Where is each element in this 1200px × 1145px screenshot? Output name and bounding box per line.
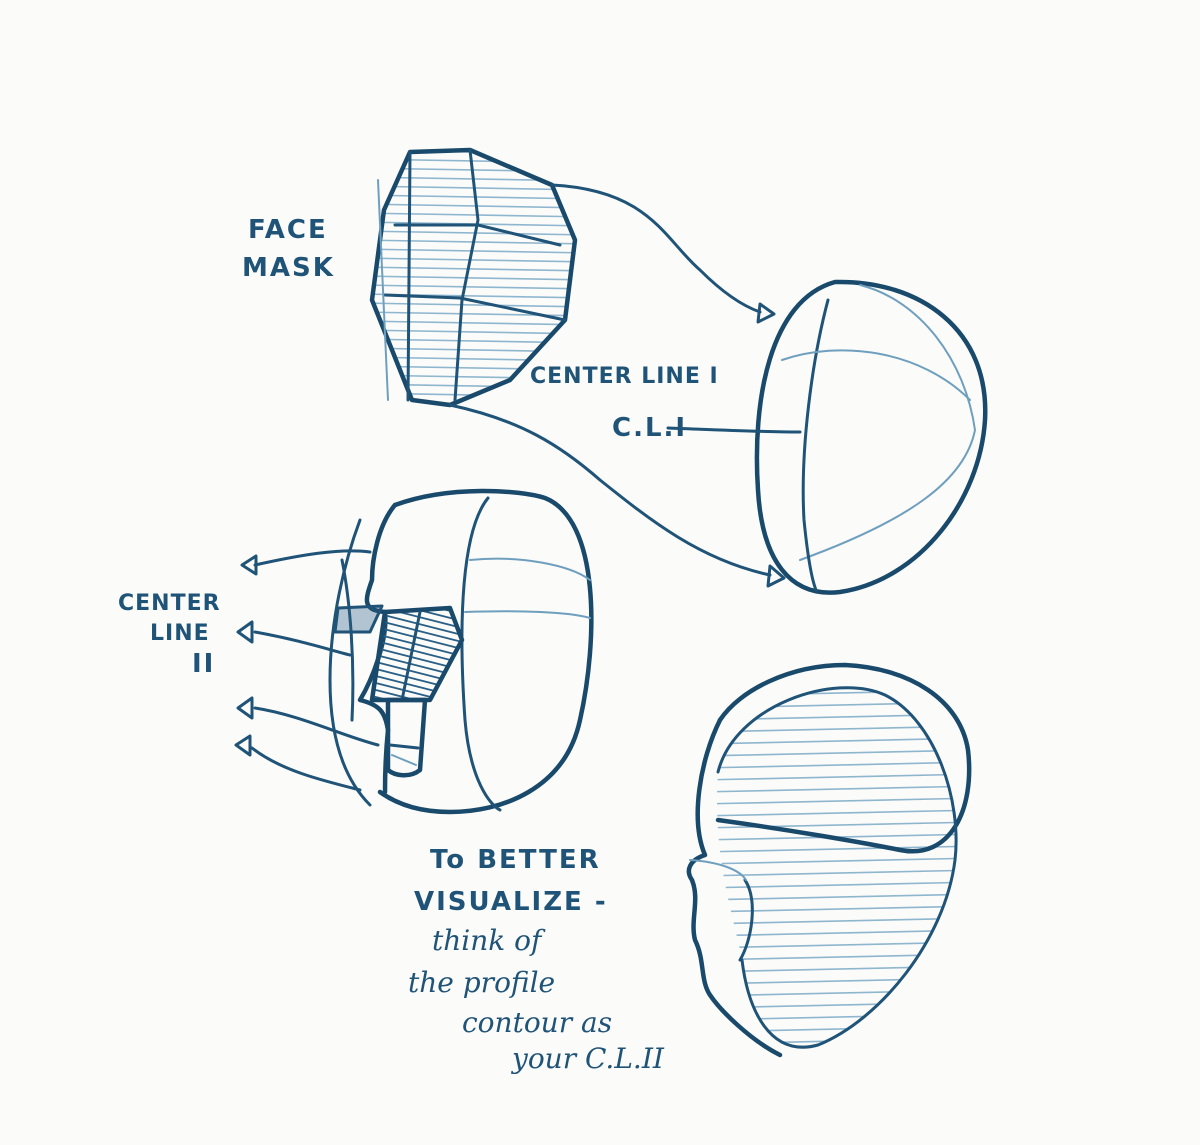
hatch-stroke: [360, 168, 590, 172]
hatch-stroke: [700, 1038, 980, 1044]
hatch-stroke: [700, 678, 980, 684]
note-line-2: VISUALIZE -: [414, 887, 608, 917]
note-line-3: think of: [432, 924, 546, 957]
hatch-stroke: [360, 312, 590, 316]
center-line-two-arrows: [236, 551, 378, 790]
center-line-one-label: CENTER LINE I: [530, 364, 719, 389]
hatch-stroke: [360, 402, 590, 406]
hatch-stroke: [360, 707, 470, 735]
hatch-stroke: [700, 930, 980, 936]
hatch-stroke: [700, 654, 980, 660]
center-line-two-label: CENTER LINE II: [118, 591, 221, 679]
hatch-stroke: [700, 906, 980, 912]
visualize-note: To BETTER VISUALIZE - think of the profi…: [408, 845, 665, 1075]
head-oval-drawing: [757, 282, 985, 593]
sectioned-head-drawing: [330, 491, 591, 812]
hatch-stroke: [360, 213, 590, 217]
hatch-stroke: [360, 276, 590, 280]
cl-one-label: C.L.I: [612, 413, 687, 443]
hatch-stroke: [360, 560, 470, 588]
hatch-stroke: [360, 339, 590, 343]
center-line-two-line-2: LINE: [150, 621, 210, 646]
face-mask-label-line-2: MASK: [242, 253, 335, 283]
hatch-stroke: [700, 774, 980, 780]
hatch-stroke: [700, 798, 980, 804]
hatch-stroke: [700, 978, 980, 984]
hatch-stroke: [360, 285, 590, 289]
hatch-stroke: [360, 567, 470, 595]
face-mask-label-line-1: FACE: [248, 215, 328, 245]
profile-head-drawing: [689, 654, 980, 1056]
center-line-two-line-1: CENTER: [118, 591, 221, 616]
hatch-stroke: [360, 267, 590, 271]
hatch-stroke: [700, 762, 980, 768]
hatch-stroke: [700, 786, 980, 792]
face-mask-label: FACE MASK: [242, 215, 335, 283]
note-line-1: To BETTER: [430, 845, 601, 875]
hatch-stroke: [700, 942, 980, 948]
hatch-stroke: [700, 858, 980, 864]
note-line-4: the profile: [408, 966, 555, 999]
note-line-5: contour as: [462, 1006, 612, 1039]
hatch-stroke: [360, 303, 590, 307]
hatch-stroke: [360, 321, 590, 325]
hatch-stroke: [700, 990, 980, 996]
hatch-stroke: [700, 894, 980, 900]
hatch-stroke: [700, 846, 980, 852]
hatch-stroke: [700, 882, 980, 888]
hatch-stroke: [360, 258, 590, 262]
hatch-stroke: [700, 702, 980, 708]
hatch-stroke: [360, 177, 590, 181]
center-line-two-line-3: II: [192, 649, 215, 679]
hatch-stroke: [360, 249, 590, 253]
hatch-stroke: [700, 1050, 980, 1056]
hatch-stroke: [360, 159, 590, 163]
hatch-stroke: [700, 1014, 980, 1020]
hatch-stroke: [700, 714, 980, 720]
hatch-stroke: [700, 1002, 980, 1008]
hatch-stroke: [700, 810, 980, 816]
note-line-6: your C.L.II: [510, 1042, 665, 1075]
hatch-stroke: [700, 738, 980, 744]
hatch-stroke: [360, 574, 470, 602]
